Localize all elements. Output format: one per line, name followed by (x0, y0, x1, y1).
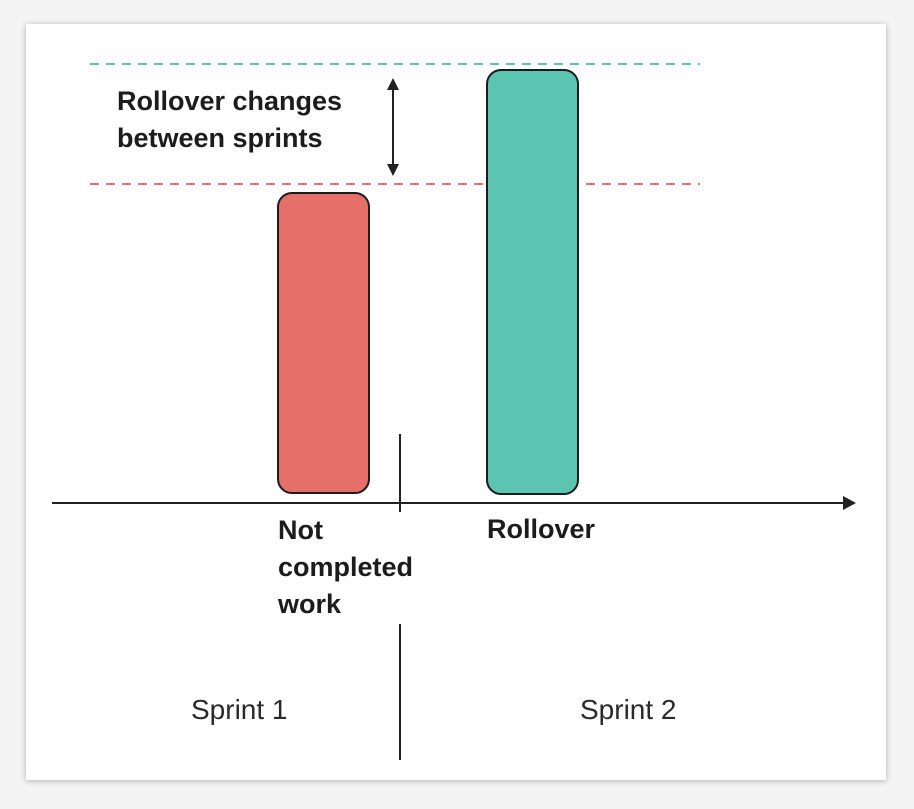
annotation-label: Rollover changes between sprints (117, 83, 342, 157)
not-completed-label-line-2: completed (278, 552, 414, 582)
annotation-line-1: Rollover changes (117, 86, 343, 116)
difference-double-arrow (387, 78, 399, 176)
not-completed-label-line-1: Not (278, 515, 323, 545)
diagram-card: Rollover changes between sprints Not com… (26, 24, 886, 780)
not-completed-work-label: Not completed work (278, 512, 413, 623)
not-completed-label-line-3: work (278, 589, 342, 619)
rollover-bar (486, 69, 579, 495)
sprint-1-label: Sprint 1 (191, 694, 288, 725)
rollover-label-line-1: Rollover (487, 514, 596, 544)
diagram-canvas (52, 63, 856, 760)
not-completed-work-bar (277, 192, 370, 494)
x-axis-arrowhead (843, 496, 856, 510)
rollover-label: Rollover (487, 511, 595, 548)
sprint-2-label: Sprint 2 (580, 694, 677, 725)
annotation-line-2: between sprints (117, 123, 323, 153)
